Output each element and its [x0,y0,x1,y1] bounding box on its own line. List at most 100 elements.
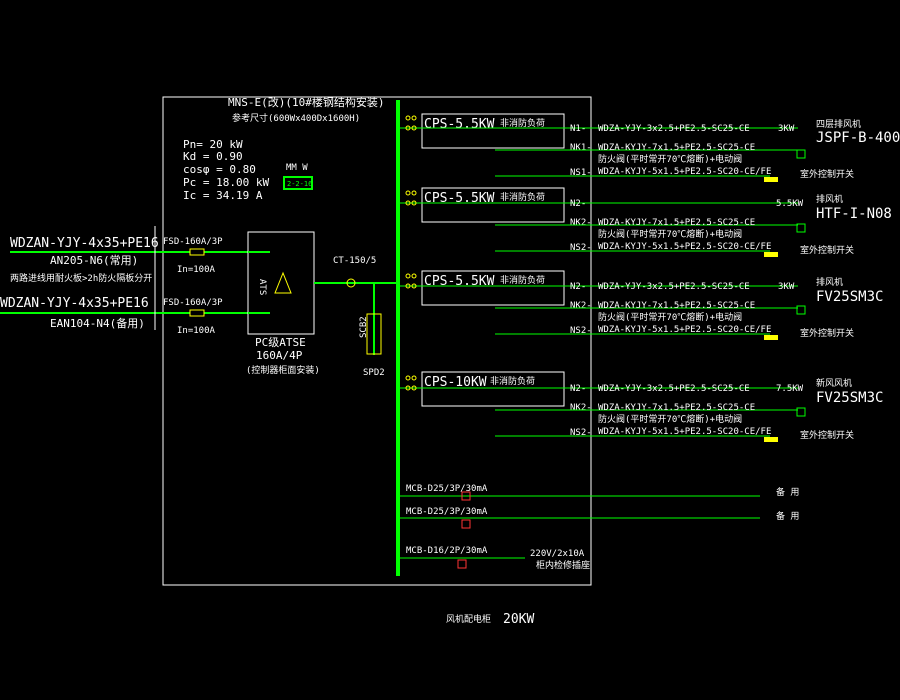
equip-model: FV25SM3C [816,289,883,305]
socket-mcb: MCB-D16/2P/30mA [406,546,488,556]
ctrl-label: 室外控制开关 [800,327,854,339]
param-pc: Pc = 18.00 kW [183,176,269,189]
ctrl-label: 室外控制开关 [800,429,854,441]
feeder-1: CPS-5.5KW 非消防负荷 N1- WDZA-YJY-3x2.5+PE2.5… [398,113,900,182]
main-source-label: AN205-N6(常用) [50,254,138,267]
equip-model: JSPF-B-400C [816,130,900,146]
fsd1-fuse-icon [189,248,205,256]
switch-icon [764,335,778,340]
feeder-cable3: WDZA-KYJY-5x1.5+PE2.5-SC20-CE/FE [598,325,771,335]
param-cos: cosφ = 0.80 [183,163,256,176]
feeder-cable3: WDZA-KYJY-5x1.5+PE2.5-SC20-CE/FE [598,242,771,252]
spare-breaker-icon [461,519,471,529]
equip-model: FV25SM3C [816,390,883,406]
equip-cn: 四层排风机 [816,118,861,130]
feeder-2: CPS-5.5KW 非消防负荷 N2- 5.5KW NK2- WDZA-KYJY… [398,187,892,257]
motor-icon [796,223,806,233]
motor-icon [796,305,806,315]
spare-label: 备 用 [776,510,799,522]
switch-icon [764,177,778,182]
feeder-nk: NK1- [570,143,592,153]
cabinet-title: MNS-E(改)(10#楼钢结构安装) [228,95,384,109]
spare-label: 备 用 [776,486,799,498]
switch-icon [764,252,778,257]
footer-power: 20KW [503,612,534,627]
feeder-damper: 防火阀(平时常开70℃熔断)+电动阀 [598,228,742,240]
socket-rating: 220V/2x10A [530,549,585,559]
feeder-damper: 防火阀(平时常开70℃熔断)+电动阀 [598,413,742,425]
feeder-cable1: WDZA-YJY-3x2.5+PE2.5-SC25-CE [598,282,750,292]
ats-note: (控制器柜面安装) [246,364,320,376]
feeder-cable2: WDZA-KYJY-7x1.5+PE2.5-SC25-CE [598,218,755,228]
spare-mcb: MCB-D25/3P/30mA [406,484,488,494]
socket-circuit: MCB-D16/2P/30mA 220V/2x10A 柜内检修插座 [398,546,590,571]
motor-icon [796,407,806,417]
cps-label: CPS-5.5KW [424,191,495,206]
ats-name: PC级ATSE [255,336,306,349]
fsd2-fuse-icon [189,309,205,317]
feeder-ns: NS1- [570,168,592,178]
cps-box [421,113,565,149]
cps-box [421,371,565,407]
feeder-cable1: WDZA-YJY-3x2.5+PE2.5-SC25-CE [598,124,750,134]
ctrl-label: 室外控制开关 [800,244,854,256]
feeder-damper: 防火阀(平时常开70℃熔断)+电动阀 [598,153,742,165]
ct-icon [346,278,356,288]
spare-breaker-icon [461,491,471,501]
feeder-4: CPS-10KW 非消防负荷 N2- WDZA-YJY-3x2.5+PE2.5-… [398,371,883,442]
ct-label: CT-150/5 [333,256,376,266]
fsd1-label: FSD-160A/3P [163,237,223,247]
socket-note: 柜内检修插座 [536,559,590,571]
cabinet-size: 参考尺寸(600Wx400Dx1600H) [232,112,360,124]
meter-icon [283,176,313,190]
footer-cabinet-name: 风机配电柜 [446,613,491,625]
cps-label: CPS-10KW [424,375,487,390]
feeder-cable3: WDZA-KYJY-5x1.5+PE2.5-SC20-CE/FE [598,167,771,177]
feeder-ns: NS2- [570,326,592,336]
cps-role: 非消防负荷 [500,117,545,129]
ctrl-label: 室外控制开关 [800,168,854,180]
switch-icon [764,437,778,442]
backup-cable-label: WDZAN-YJY-4x35+PE16 [0,296,149,311]
feeder-nk: NK2- [570,301,592,311]
feeder-power: 3KW [778,282,795,292]
main-cable-label: WDZAN-YJY-4x35+PE16 [10,236,159,251]
feeder-ns: NS2- [570,428,592,438]
motor-icon [796,149,806,159]
feeder-cable2: WDZA-KYJY-7x1.5+PE2.5-SC25-CE [598,301,755,311]
feeder-cable1: WDZA-YJY-3x2.5+PE2.5-SC25-CE [598,384,750,394]
cps-role: 非消防负荷 [500,274,545,286]
equip-cn: 排风机 [816,193,843,205]
param-pn: Pn= 20 kW [183,138,243,151]
feeder-n: N2- [570,199,586,209]
cps-role: 非消防负荷 [490,375,535,387]
cps-role: 非消防负荷 [500,191,545,203]
feeder-cable2: WDZA-KYJY-7x1.5+PE2.5-SC25-CE [598,403,755,413]
feeder-cable2: WDZA-KYJY-7x1.5+PE2.5-SC25-CE [598,143,755,153]
meter-box-label: 2-2-16 [287,180,312,188]
spd-label: SPD2 [363,368,385,378]
spd-rating: SCB2 [359,316,369,338]
cps-label: CPS-5.5KW [424,117,495,132]
backup-source-label: EAN104-N4(备用) [50,316,145,330]
param-kd: Kd = 0.90 [183,150,243,163]
feeder-power: 7.5KW [776,384,804,394]
equip-cn: 新风风机 [816,377,852,389]
cabinet-frame [162,96,592,586]
ats-label: ATS [257,279,267,295]
feeder-n: N1- [570,124,586,134]
meter-label: MM W [286,163,308,173]
spd-box [366,313,382,355]
spare-circuit-2: MCB-D25/3P/30mA 备 用 [398,507,799,529]
feeder-ns: NS2- [570,243,592,253]
ats-triangle-icon [274,271,292,294]
equip-cn: 排风机 [816,276,843,288]
busbar-indicators [405,115,417,391]
load-parameters: Pn= 20 kW Kd = 0.90 cosφ = 0.80 Pc = 18.… [183,138,269,202]
feeder-nk: NK2- [570,218,592,228]
feeder-3: CPS-5.5KW 非消防负荷 N2- WDZA-YJY-3x2.5+PE2.5… [398,270,883,340]
param-ic: Ic = 34.19 A [183,189,263,202]
feeder-damper: 防火阀(平时常开70℃熔断)+电动阀 [598,311,742,323]
fsd1-rating: In=100A [177,265,216,275]
